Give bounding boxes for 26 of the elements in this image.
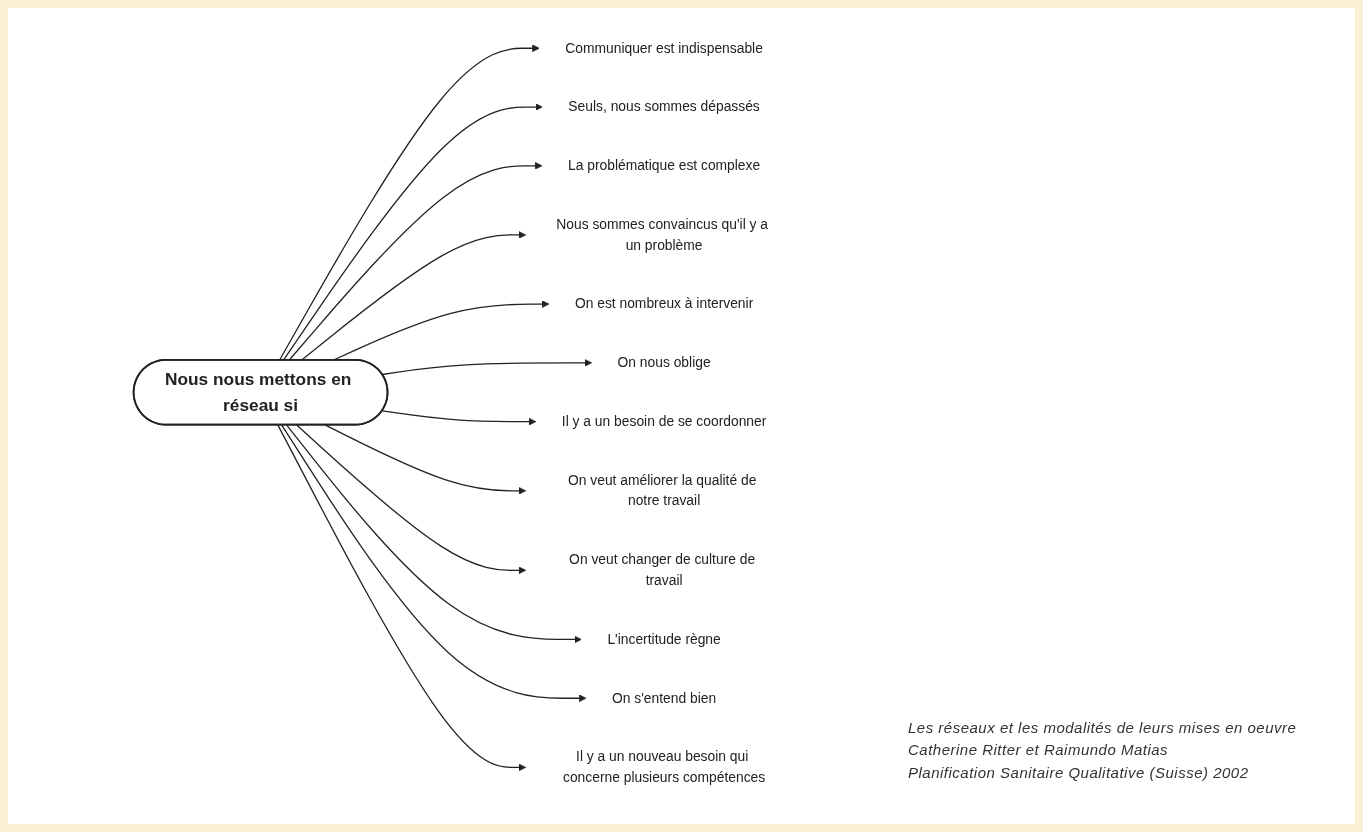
node-text: Nous sommes convaincus qu'il y a un problème: [556, 216, 768, 253]
node-text: On est nombreux à intervenir: [574, 296, 754, 312]
source-note: Les réseaux et les modalités de leurs mises en oeuvre: [908, 717, 1298, 738]
source-note: Catherine Ritter et Raimundo Matias: [908, 740, 1170, 760]
node-text: La problématique est complexe: [567, 158, 761, 173]
arrow: [282, 103, 543, 361]
arrow: [300, 231, 527, 361]
node-text: On veut améliorer la qualité de notre travail: [567, 472, 757, 509]
arrow: [381, 359, 592, 376]
source-note: Planification Sanitaire Qualitative (Suisse) 2002: [908, 762, 1250, 783]
arrow: [296, 424, 527, 575]
arrow: [381, 410, 537, 426]
node-text: Il y a un besoin de se coordonner: [561, 413, 767, 429]
node-text: Seuls, nous sommes dépassés: [568, 99, 760, 114]
node-text: Il y a un nouveau besoin qui concerne plusieurs compétences: [562, 749, 766, 785]
arrow: [324, 424, 527, 495]
node-text: On s'entend bien: [612, 690, 717, 706]
arrow: [281, 424, 587, 703]
arrow: [277, 424, 527, 772]
arrow: [286, 424, 582, 644]
node-text: Communiquer est indispensable: [565, 40, 763, 56]
node-text: On nous oblige: [617, 355, 711, 370]
node-text: On veut changer de culture de travail: [569, 552, 756, 588]
arrow: [278, 44, 540, 361]
node-text: L'incertitude règne: [607, 631, 721, 647]
arrow: [288, 162, 543, 361]
